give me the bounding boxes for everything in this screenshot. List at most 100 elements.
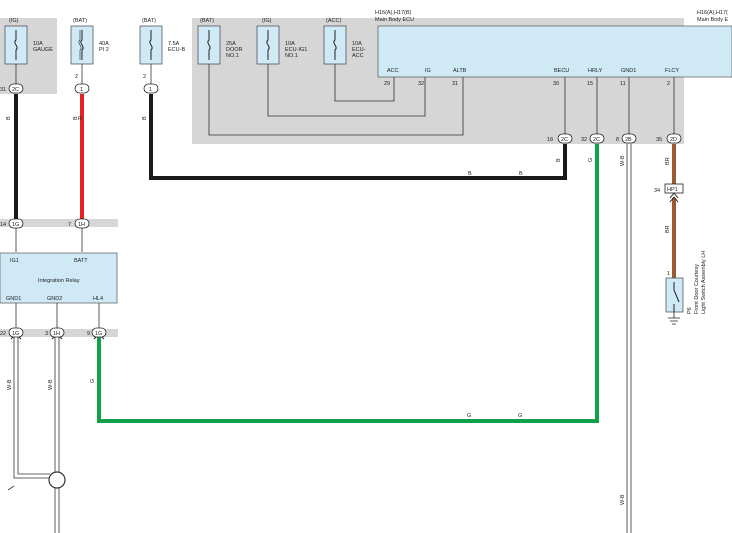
conn-2a-id: 1 — [80, 87, 83, 93]
relay-ig1: IG1 — [10, 258, 19, 264]
conn-9-pin: 9 — [87, 331, 90, 337]
wire-label-b-pi2: B — [73, 116, 79, 120]
conn-22-pin: 22 — [0, 331, 6, 337]
ecu-title-left-1: H16(A),H17(B) — [375, 10, 412, 16]
ecu-pin-ig-num: 32 — [418, 81, 424, 87]
conn-hp1-pin: 34 — [654, 188, 660, 194]
fuse-ecuacc-name2: ACC — [352, 53, 364, 59]
fuse-ecuig1-rating: 10A — [285, 41, 295, 47]
conn-14-pin: 14 — [0, 222, 6, 228]
wire-label-wb-gnd1: W-B — [620, 155, 626, 166]
fuse-door-name1: DOOR — [226, 47, 243, 53]
conn-35-pin: 35 — [656, 137, 662, 143]
switch-line1: Front Door Courtesy — [694, 264, 700, 314]
conn-2b-pin: 2 — [143, 74, 146, 80]
conn-7-id: 1H — [78, 222, 85, 228]
connector-ovals — [8, 83, 684, 338]
conn-switch-pin: 1 — [667, 271, 670, 277]
fuse-ecub-source: (BAT) — [142, 18, 156, 24]
relay-batt: BATT — [74, 258, 88, 264]
fuse-door-name2: NO.1 — [226, 53, 239, 59]
fuse-gauge-rating: 10A — [33, 41, 43, 47]
fuse-pi2-name: PI 2 — [99, 47, 109, 53]
wire-label-br-top: BR — [665, 157, 671, 165]
ecu-pin-hrly-name: HRLY — [588, 68, 603, 74]
terminal-arrows — [10, 133, 679, 340]
conn-18-id: 2C — [561, 137, 568, 143]
ecu-title-left-2: Main Body ECU — [375, 17, 414, 23]
fuse-gauge-name: GAUGE — [33, 47, 53, 53]
fuse-ecub — [139, 25, 163, 65]
wire-black-ecub — [149, 94, 567, 180]
conn-3-pin: 3 — [45, 331, 48, 337]
wire-label-b-2: B — [519, 171, 523, 177]
ecu-title-right-1: H16(A),H17( — [697, 10, 728, 16]
conn-9-id: 1G — [95, 331, 102, 337]
ecu-pin-becu-num: 30 — [553, 81, 559, 87]
relay-gnd2: GND2 — [47, 296, 62, 302]
conn-32-pin: 32 — [581, 137, 587, 143]
fuse-ecuacc-source: (ACC) — [326, 18, 341, 24]
conn-2a-pin: 2 — [75, 74, 78, 80]
courtesy-switch — [665, 277, 684, 325]
wire-label-b-ecub: B — [142, 116, 148, 120]
fuse-gauge-source: (IG) — [9, 18, 19, 24]
ecu-pin-altb-name: ALTB — [453, 68, 467, 74]
ground-wires — [7, 144, 632, 533]
fuse-ecuig1-name1: ECU-IG1 — [285, 47, 307, 53]
fuse-ecuig1-name2: NO.1 — [285, 53, 298, 59]
wire-label-wb-bottom: W-B — [620, 494, 626, 505]
fuse-ecuig1-source: (IG) — [262, 18, 272, 24]
ecu-pin-ig-name: IG — [425, 68, 431, 74]
wire-green-hrly — [97, 144, 599, 423]
fuse-ecuacc — [323, 25, 347, 65]
ecu-pin-flcy-name: FLCY — [665, 68, 679, 74]
conn-8-id: 2B — [625, 137, 632, 143]
wire-label-br-bottom: BR — [665, 225, 671, 233]
wire-label-g-hrly: G — [588, 158, 594, 162]
conn-8-pin: 8 — [616, 137, 619, 143]
fuse-ecub-name: ECU-B — [168, 47, 185, 53]
conn-31-id: 2C — [12, 87, 19, 93]
relay-hl4: HL4 — [93, 296, 103, 302]
fuse-ecuacc-rating: 10A — [352, 41, 362, 47]
conn-22-id: 1G — [12, 331, 19, 337]
conn-2b-id: 1 — [149, 87, 152, 93]
ecu-pin-altb-num: 31 — [452, 81, 458, 87]
ecu-title-right-2: Main Body E — [697, 17, 729, 23]
junction-strip-top — [0, 219, 118, 227]
wire-label-b-1: B — [468, 171, 472, 177]
conn-18-pin: 18 — [547, 137, 553, 143]
fuse-ecuig1 — [256, 25, 280, 65]
conn-14-id: 1G — [12, 222, 19, 228]
switch-line2: Light Switch Assembly LH — [701, 251, 707, 314]
conn-35-id: 2D — [670, 137, 677, 143]
switch-code: P6 — [687, 307, 693, 314]
conn-32-id: 2C — [593, 137, 600, 143]
conn-31-pin: 31 — [0, 87, 6, 93]
fuse-pi2 — [70, 25, 94, 65]
fuse-pi2-source: (BAT) — [73, 18, 87, 24]
wire-label-b-gauge: B — [6, 116, 12, 120]
conn-7-pin: 7 — [68, 222, 71, 228]
ecu-pin-flcy-num: 2 — [667, 81, 670, 87]
main-body-ecu-box — [377, 25, 732, 78]
fuse-gauge — [4, 25, 28, 65]
ecu-pin-hrly-num: 15 — [587, 81, 593, 87]
ecu-pin-gnd1-name: GND1 — [621, 68, 636, 74]
conn-hp1-id: HP1 — [667, 187, 678, 193]
ecu-pin-gnd1-num: 11 — [620, 81, 626, 87]
fuse-ecub-rating: 7.5A — [168, 41, 180, 47]
ecu-pin-becu-name: BECU — [554, 68, 569, 74]
wire-label-g-2: G — [518, 413, 522, 419]
conn-3-id: 1H — [53, 331, 60, 337]
wire-label-g-1: G — [467, 413, 471, 419]
fuse-pi2-rating: 40A — [99, 41, 109, 47]
relay-name: Integration Relay — [38, 278, 80, 284]
internal-wires — [15, 64, 675, 329]
fuse-door-rating: 25A — [226, 41, 236, 47]
wire-label-wb-gnd2-relay: W-B — [48, 379, 54, 390]
wire-label-g-hl4: G — [90, 379, 96, 383]
